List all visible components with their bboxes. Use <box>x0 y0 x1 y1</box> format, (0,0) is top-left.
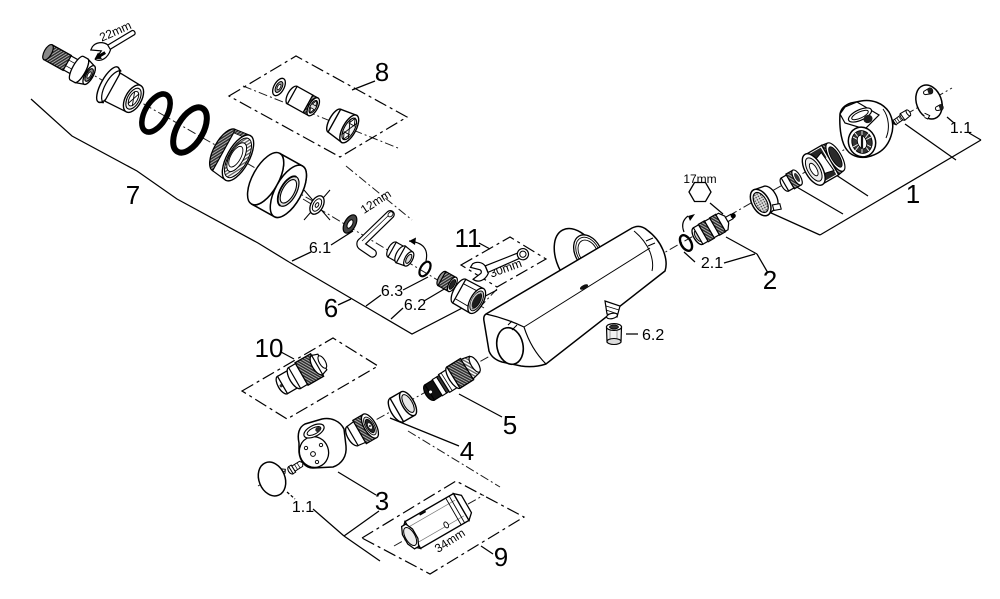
svg-text:6.3: 6.3 <box>381 283 403 300</box>
svg-text:7: 7 <box>126 180 140 210</box>
svg-text:8: 8 <box>375 57 389 87</box>
svg-text:5: 5 <box>503 410 517 440</box>
svg-text:10: 10 <box>255 333 284 363</box>
svg-text:3: 3 <box>375 486 389 516</box>
svg-text:11: 11 <box>455 223 482 253</box>
svg-text:1.1: 1.1 <box>292 499 314 516</box>
svg-text:2: 2 <box>763 265 777 295</box>
svg-text:1.1: 1.1 <box>950 120 972 137</box>
svg-text:6.2: 6.2 <box>642 327 664 344</box>
svg-text:6.2: 6.2 <box>404 297 426 314</box>
svg-text:6.1: 6.1 <box>309 240 331 257</box>
svg-text:4: 4 <box>460 436 474 466</box>
svg-text:1: 1 <box>906 179 920 209</box>
svg-text:9: 9 <box>494 542 508 572</box>
svg-text:2.1: 2.1 <box>701 255 723 272</box>
svg-text:6: 6 <box>324 293 338 323</box>
svg-text:17mm: 17mm <box>683 172 716 186</box>
